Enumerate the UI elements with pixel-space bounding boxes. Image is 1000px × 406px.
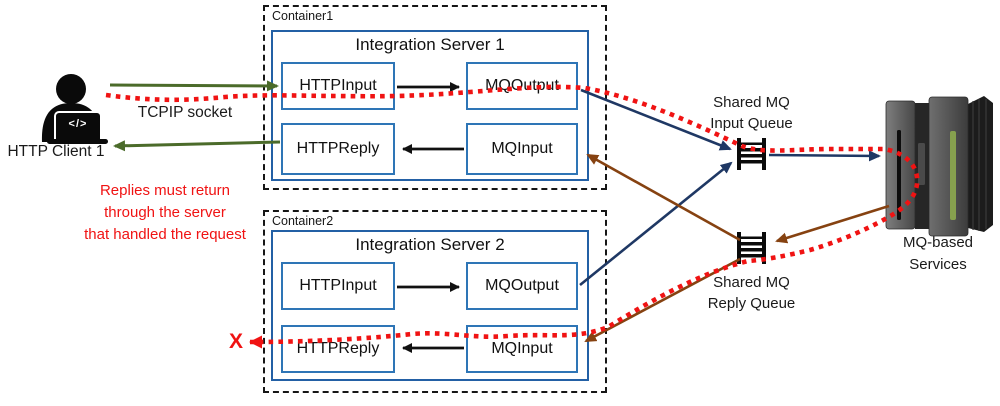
- arrow-reply-queue-to-mqinput1: [586, 153, 741, 242]
- node-http-input-1-label: HTTPInput: [299, 77, 377, 94]
- services-label-line2: Services: [909, 255, 967, 273]
- services-label-line1: MQ-based: [902, 234, 974, 251]
- http-client-icon: [41, 74, 108, 144]
- input-queue-label-line1: Shared MQ: [713, 94, 790, 111]
- arrow-input-queue-to-services: [768, 150, 881, 162]
- node-http-input-1: HTTPInput: [281, 62, 395, 110]
- replies-note-line2: through the server: [104, 204, 226, 221]
- arrow-services-to-reply-queue: [775, 204, 890, 244]
- node-mq-input-1-label: MQInput: [491, 140, 553, 157]
- node-http-reply-1: HTTPReply: [281, 123, 395, 175]
- node-mq-input-2: MQInput: [466, 325, 578, 373]
- integration-server-2-title: Integration Server 2: [355, 235, 505, 254]
- node-http-reply-2: HTTPReply: [281, 325, 395, 373]
- blocked-x-mark: X: [228, 330, 243, 353]
- node-mq-input-1: MQInput: [466, 123, 578, 175]
- reply-queue-label-line1: Shared MQ: [713, 274, 790, 291]
- node-http-input-2: HTTPInput: [281, 262, 395, 310]
- node-http-reply-1-label: HTTPReply: [296, 140, 380, 157]
- node-http-reply-2-label: HTTPReply: [296, 340, 380, 357]
- replies-note: Replies must return through the server t…: [70, 180, 260, 246]
- replies-note-line1: Replies must return: [99, 182, 231, 199]
- container1-label: Container1: [272, 9, 334, 23]
- arrow-client-request: [109, 80, 279, 92]
- client-code-glyph: </>: [68, 118, 88, 130]
- node-mq-output-2-label: MQOutput: [485, 277, 559, 294]
- node-http-input-2-label: HTTPInput: [299, 277, 377, 294]
- node-mq-output-1-label: MQOutput: [485, 77, 559, 94]
- integration-server-1-title: Integration Server 1: [355, 35, 505, 54]
- mq-based-services-label: MQ-based Services: [887, 232, 989, 275]
- replies-note-line3: that handled the request: [84, 226, 246, 243]
- input-queue-label-line2: Input Queue: [710, 115, 793, 132]
- node-mq-output-1: MQOutput: [466, 62, 578, 110]
- tcpip-socket-label: TCPIP socket: [137, 104, 233, 121]
- input-queue-icon: [737, 138, 766, 170]
- http-client-label: HTTP Client 1: [7, 143, 105, 160]
- shared-mq-input-queue-label: Shared MQ Input Queue: [699, 92, 804, 134]
- shared-mq-reply-queue-label: Shared MQ Reply Queue: [699, 272, 804, 314]
- reply-queue-icon: [737, 232, 766, 264]
- node-mq-input-2-label: MQInput: [491, 340, 553, 357]
- container2-label: Container2: [272, 214, 334, 228]
- mainframe-icon: [885, 96, 993, 237]
- reply-queue-label-line2: Reply Queue: [707, 295, 796, 312]
- arrow-client-reply: [113, 140, 281, 152]
- node-mq-output-2: MQOutput: [466, 262, 578, 310]
